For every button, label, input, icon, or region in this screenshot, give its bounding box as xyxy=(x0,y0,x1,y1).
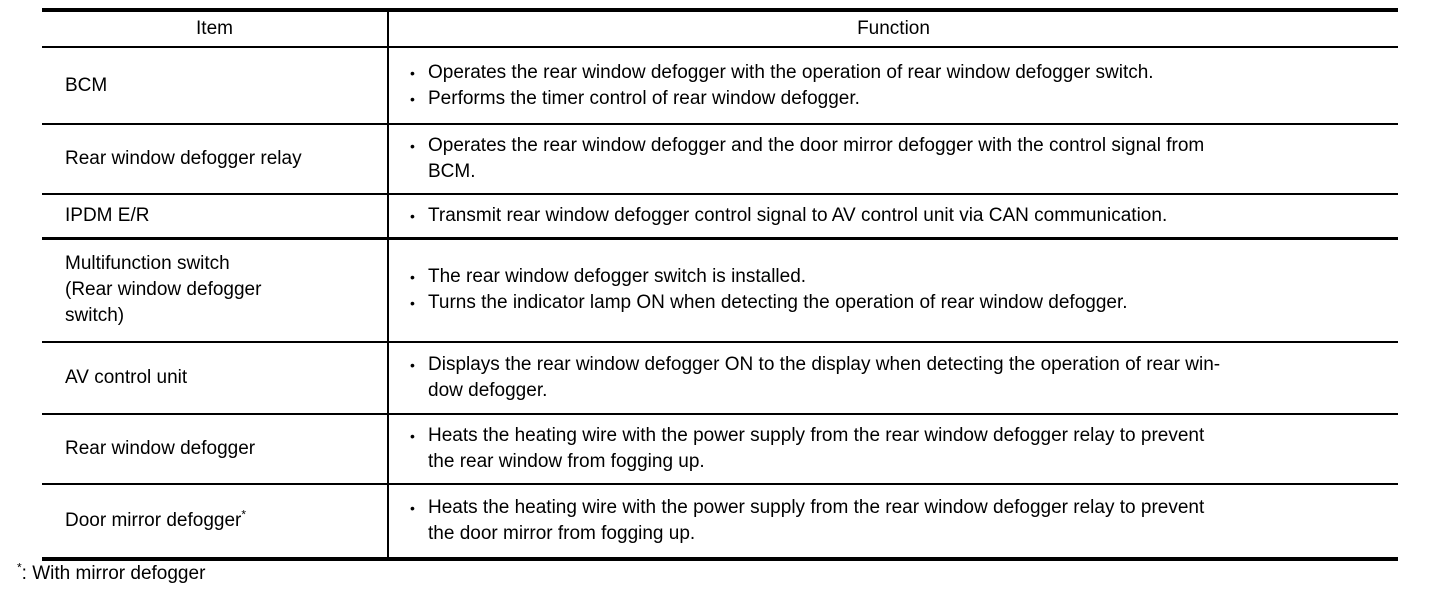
function-bullet-list: • Operates the rear window defogger and t… xyxy=(410,133,1388,185)
function-cell: • Displays the rear window defogger ON to… xyxy=(388,341,1398,415)
table-body: BCM • Operates the rear window defogger wi… xyxy=(42,47,1398,561)
table-row: Multifunction switch (Rear window defogg… xyxy=(42,237,1398,343)
table-row: Door mirror defogger* • Heats the heating … xyxy=(42,483,1398,561)
function-cell: • Heats the heating wire with the power s… xyxy=(388,483,1398,561)
function-cell: • Operates the rear window defogger with … xyxy=(388,47,1398,125)
function-bullet: • Heats the heating wire with the power s… xyxy=(410,495,1388,547)
footnote-separator: : xyxy=(21,563,27,584)
table-row: IPDM E/R • Transmit rear window defogger c… xyxy=(42,194,1398,240)
table-row: AV control unit • Displays the rear window… xyxy=(42,341,1398,415)
function-bullet-list: • Operates the rear window defogger with … xyxy=(410,60,1388,112)
table-row: Rear window defogger relay • Operates the … xyxy=(42,124,1398,195)
function-bullet: • Operates the rear window defogger with … xyxy=(410,60,1388,86)
bullet-icon: • xyxy=(410,138,415,154)
item-label: BCM xyxy=(65,74,108,96)
bullet-icon: • xyxy=(410,64,415,81)
bullet-icon: • xyxy=(410,499,415,516)
bullet-text: Performs the timer control of rear windo… xyxy=(428,87,860,109)
item-cell: Door mirror defogger* xyxy=(42,483,389,561)
function-bullet: • Displays the rear window defogger ON to… xyxy=(410,352,1388,404)
function-bullet: • Heats the heating wire with the power s… xyxy=(410,423,1388,475)
bullet-text: The rear window defogger switch is insta… xyxy=(428,266,807,288)
bullet-icon: • xyxy=(410,295,415,312)
item-label: Rear window defogger relay xyxy=(65,148,302,169)
function-bullet: • Performs the timer control of rear wind… xyxy=(410,86,1388,112)
function-bullet: • Operates the rear window defogger and t… xyxy=(410,133,1388,185)
function-bullet: • Transmit rear window defogger control s… xyxy=(410,203,1388,229)
bullet-icon: • xyxy=(410,90,415,107)
bullet-text: Displays the rear window defogger ON to … xyxy=(428,353,1221,401)
item-cell: BCM xyxy=(42,47,389,125)
item-cell: IPDM E/R xyxy=(42,194,389,240)
function-bullet-list: • Transmit rear window defogger control s… xyxy=(410,203,1388,229)
item-label: Multifunction switch (Rear window defogg… xyxy=(65,253,262,327)
item-function-table: Item Function BCM • Operates the rear wind… xyxy=(42,8,1398,561)
function-bullet: • The rear window defogger switch is inst… xyxy=(410,264,1388,290)
item-label: IPDM E/R xyxy=(65,205,150,226)
column-header-function: Function xyxy=(388,8,1398,48)
function-bullet-list: • Displays the rear window defogger ON to… xyxy=(410,352,1388,404)
footnote-text: With mirror defogger xyxy=(32,563,206,584)
function-cell: • Operates the rear window defogger and t… xyxy=(388,124,1398,195)
function-cell: • Heats the heating wire with the power s… xyxy=(388,413,1398,485)
bullet-icon: • xyxy=(410,356,415,373)
function-bullet-list: • Heats the heating wire with the power s… xyxy=(410,423,1388,475)
bullet-text: Operates the rear window defogger and th… xyxy=(428,135,1205,182)
bullet-text: Turns the indicator lamp ON when detecti… xyxy=(428,292,1128,314)
function-bullet: • Turns the indicator lamp ON when detect… xyxy=(410,290,1388,316)
item-label: Door mirror defogger xyxy=(65,509,242,531)
item-cell: Multifunction switch (Rear window defogg… xyxy=(42,237,389,343)
function-bullet-list: • Heats the heating wire with the power s… xyxy=(410,495,1388,547)
table-row: Rear window defogger • Heats the heating w… xyxy=(42,413,1398,485)
bullet-text: Heats the heating wire with the power su… xyxy=(428,496,1205,544)
function-cell: • The rear window defogger switch is inst… xyxy=(388,237,1398,343)
bullet-icon: • xyxy=(410,427,415,444)
function-cell: • Transmit rear window defogger control s… xyxy=(388,194,1398,240)
footnote-asterisk-icon: * xyxy=(17,560,22,575)
item-cell: Rear window defogger relay xyxy=(42,124,389,195)
table-row: BCM • Operates the rear window defogger wi… xyxy=(42,47,1398,125)
item-label: AV control unit xyxy=(65,366,188,388)
item-footnote-marker: * xyxy=(241,507,247,522)
bullet-text: Transmit rear window defogger control si… xyxy=(428,205,1168,226)
bullet-icon: • xyxy=(410,269,415,286)
item-cell: Rear window defogger xyxy=(42,413,389,485)
column-header-item: Item xyxy=(42,8,389,48)
footnote: *: With mirror defogger xyxy=(17,561,205,587)
item-cell: AV control unit xyxy=(42,341,389,415)
function-bullet-list: • The rear window defogger switch is inst… xyxy=(410,264,1388,316)
bullet-text: Operates the rear window defogger with t… xyxy=(428,61,1154,83)
item-label: Rear window defogger xyxy=(65,437,256,459)
bullet-text: Heats the heating wire with the power su… xyxy=(428,424,1205,472)
bullet-icon: • xyxy=(410,208,415,224)
header-row: Item Function xyxy=(42,8,1398,48)
